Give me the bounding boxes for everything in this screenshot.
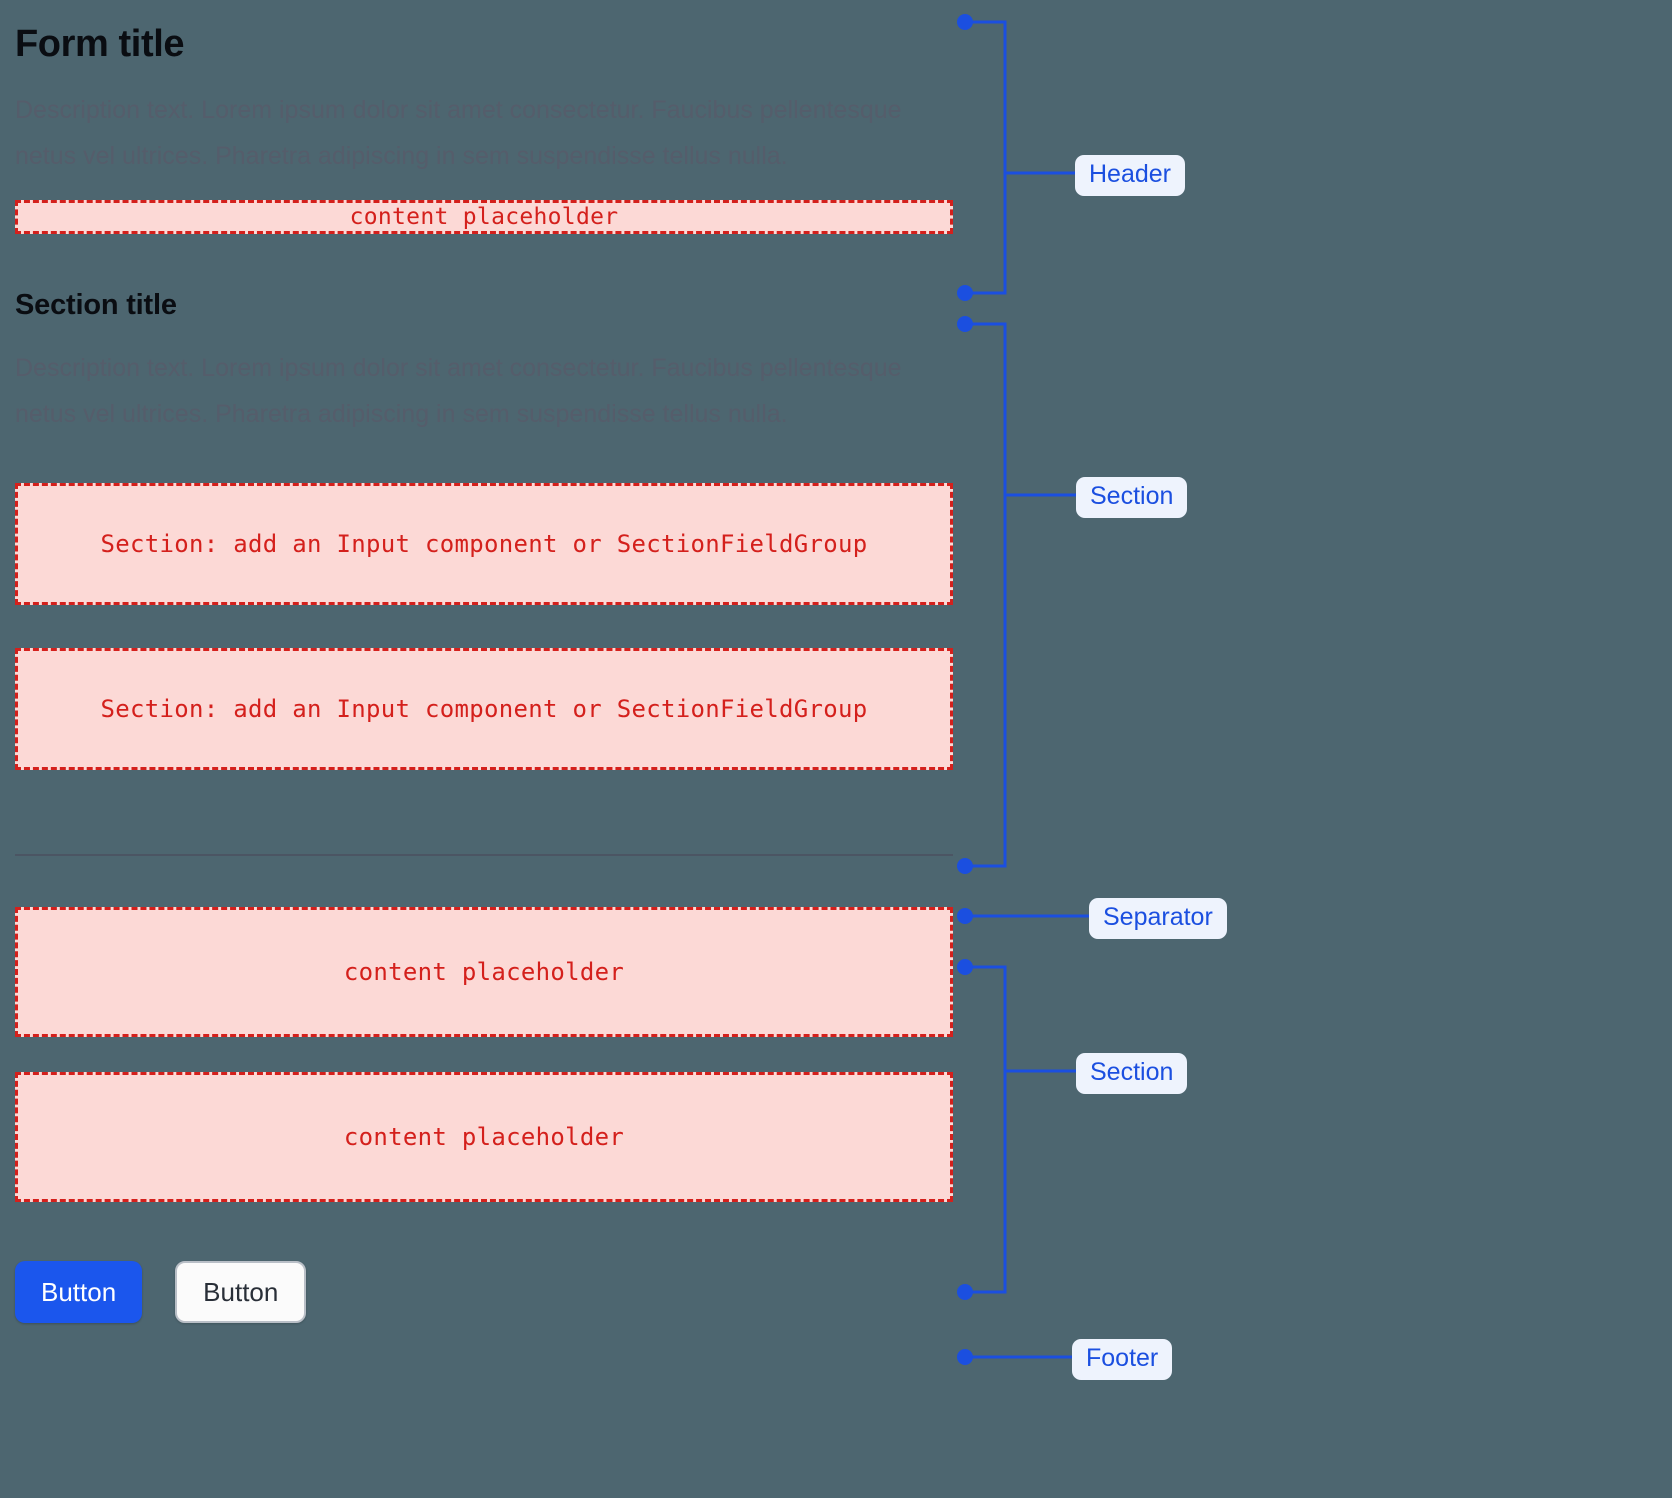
annotation-label-separator[interactable]: Separator: [1089, 898, 1227, 939]
anchor-dot: [957, 285, 973, 301]
header-content-placeholder[interactable]: content placeholder: [15, 199, 953, 234]
form-column: Form title Description text. Lorem ipsum…: [15, 0, 953, 1323]
annotation-label-footer[interactable]: Footer: [1072, 1339, 1173, 1380]
secondary-button[interactable]: Button: [175, 1260, 307, 1323]
annotation-label-section-one[interactable]: Section: [1076, 477, 1188, 518]
section-field-placeholder[interactable]: Section: add an Input component or Secti…: [15, 647, 953, 770]
form-footer: Button Button: [15, 1260, 953, 1323]
anchor-dot: [957, 1349, 973, 1365]
anchor-dot: [957, 858, 973, 874]
anchor-dot: [957, 1284, 973, 1300]
section-one: Section title Description text. Lorem ip…: [15, 289, 953, 770]
page-title: Form title: [15, 23, 185, 65]
section-one-bracket: [965, 322, 1007, 868]
annotation-dots: [957, 14, 973, 1365]
annotation-label-header[interactable]: Header: [1075, 155, 1185, 196]
header-description: Description text. Lorem ipsum dolor sit …: [15, 95, 902, 170]
section-field-placeholder[interactable]: Section: add an Input component or Secti…: [15, 482, 953, 605]
anchor-dot: [957, 316, 973, 332]
section-one-description: Description text. Lorem ipsum dolor sit …: [15, 353, 902, 428]
form-header: Form title Description text. Lorem ipsum…: [15, 0, 953, 234]
annotation-label-section-two[interactable]: Section: [1076, 1053, 1188, 1094]
anchor-dot: [957, 959, 973, 975]
separator: [15, 853, 953, 856]
section-two-content-placeholder[interactable]: content placeholder: [15, 1071, 953, 1202]
anchor-dot: [957, 14, 973, 30]
section-two: content placeholder content placeholder: [15, 906, 953, 1202]
primary-button[interactable]: Button: [15, 1260, 143, 1323]
section-two-bracket: [965, 965, 1007, 1294]
header-bracket: [965, 20, 1007, 295]
anchor-dot: [957, 908, 973, 924]
section-two-content-placeholder[interactable]: content placeholder: [15, 906, 953, 1037]
section-one-title: Section title: [15, 288, 177, 321]
